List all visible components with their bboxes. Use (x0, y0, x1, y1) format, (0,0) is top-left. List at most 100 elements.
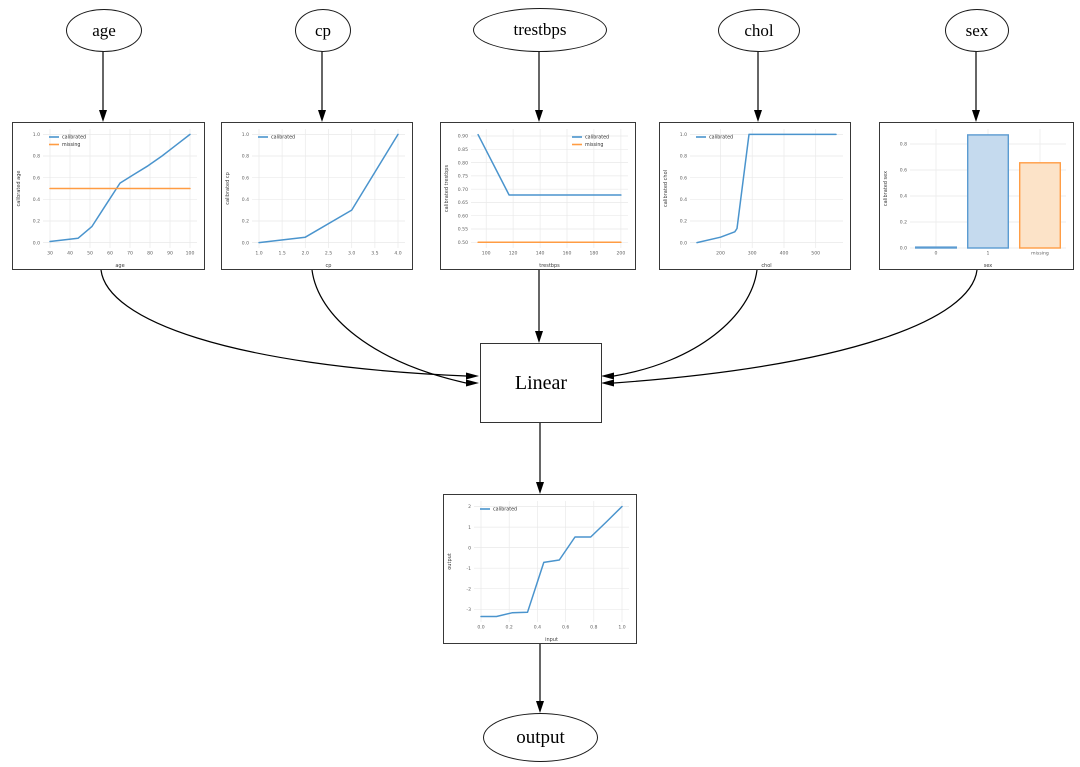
svg-text:0.0: 0.0 (242, 240, 249, 246)
svg-text:0.4: 0.4 (33, 197, 40, 203)
svg-text:0.2: 0.2 (680, 219, 687, 225)
svg-text:0.8: 0.8 (590, 625, 597, 631)
input-node-sex-label: sex (965, 20, 989, 40)
svg-text:1.0: 1.0 (255, 251, 262, 257)
svg-text:0.6: 0.6 (900, 168, 907, 174)
svg-text:0.8: 0.8 (33, 154, 40, 160)
svg-text:0.4: 0.4 (242, 197, 249, 203)
svg-text:0.65: 0.65 (458, 200, 468, 206)
svg-text:0.4: 0.4 (680, 197, 687, 203)
svg-text:180: 180 (590, 251, 599, 257)
svg-text:0.90: 0.90 (458, 134, 468, 140)
svg-text:90: 90 (167, 251, 173, 257)
svg-text:0.60: 0.60 (458, 213, 468, 219)
input-node-chol: chol (718, 9, 800, 52)
svg-text:4.0: 4.0 (394, 251, 401, 257)
svg-text:calibrated cp: calibrated cp (225, 172, 231, 205)
svg-text:40: 40 (67, 251, 73, 257)
edge-sex-node-to-chart (972, 50, 980, 122)
svg-text:0.2: 0.2 (506, 625, 513, 631)
svg-text:calibrated: calibrated (62, 135, 86, 141)
svg-text:80: 80 (147, 251, 153, 257)
svg-text:0.70: 0.70 (458, 187, 468, 193)
svg-text:calibrated: calibrated (709, 135, 733, 141)
input-node-cp-label: cp (314, 20, 332, 40)
svg-text:0.0: 0.0 (900, 246, 907, 252)
svg-text:0.0: 0.0 (680, 240, 687, 246)
input-node-trestbps: trestbps (473, 8, 607, 52)
svg-text:0.2: 0.2 (33, 219, 40, 225)
svg-text:1.0: 1.0 (618, 625, 625, 631)
svg-text:140: 140 (536, 251, 545, 257)
svg-text:200: 200 (617, 251, 626, 257)
svg-text:1.5: 1.5 (278, 251, 285, 257)
svg-text:2: 2 (468, 504, 471, 510)
svg-text:200: 200 (716, 251, 725, 257)
svg-text:missing: missing (62, 142, 80, 148)
svg-text:0.80: 0.80 (458, 160, 468, 166)
svg-text:500: 500 (811, 251, 820, 257)
svg-text:50: 50 (87, 251, 93, 257)
svg-text:calibrated: calibrated (493, 507, 517, 513)
edge-cp-chart-to-linear (311, 269, 479, 387)
svg-text:input: input (545, 637, 558, 643)
svg-text:calibrated chol: calibrated chol (663, 170, 669, 207)
svg-text:0.2: 0.2 (242, 219, 249, 225)
svg-text:0.2: 0.2 (900, 220, 907, 226)
svg-text:-1: -1 (466, 566, 471, 572)
svg-text:0.0: 0.0 (477, 625, 484, 631)
svg-text:-3: -3 (466, 607, 471, 613)
svg-text:0.6: 0.6 (562, 625, 569, 631)
svg-text:calibrated: calibrated (271, 135, 295, 141)
input-node-sex: sex (945, 9, 1009, 52)
input-node-trestbps-label: trestbps (513, 20, 567, 39)
svg-text:calibrated: calibrated (585, 135, 609, 141)
svg-text:0.75: 0.75 (458, 174, 468, 180)
svg-text:3.5: 3.5 (371, 251, 378, 257)
svg-text:calibrated age: calibrated age (16, 171, 22, 207)
svg-text:calibrated trestbps: calibrated trestbps (444, 165, 450, 213)
edge-trestbps-node-to-chart (535, 50, 543, 122)
svg-text:calibrated sex: calibrated sex (883, 171, 889, 206)
svg-text:100: 100 (482, 251, 491, 257)
input-node-age: age (66, 9, 142, 52)
input-node-age-label: age (92, 20, 116, 40)
svg-text:sex: sex (984, 263, 993, 269)
svg-text:0.6: 0.6 (242, 175, 249, 181)
svg-text:3.0: 3.0 (348, 251, 355, 257)
svg-text:output: output (447, 553, 453, 570)
edge-chol-node-to-chart (754, 50, 762, 122)
svg-text:1: 1 (468, 525, 471, 531)
linear-node-label: Linear (514, 371, 568, 394)
svg-text:160: 160 (563, 251, 572, 257)
svg-text:missing: missing (585, 142, 603, 148)
svg-text:30: 30 (47, 251, 53, 257)
svg-text:age: age (115, 263, 124, 269)
edge-sex-chart-to-linear (601, 269, 978, 387)
svg-text:chol: chol (761, 263, 771, 269)
svg-text:0.4: 0.4 (900, 194, 907, 200)
edge-output-chart-to-output-node (536, 644, 544, 713)
svg-text:0.55: 0.55 (458, 227, 468, 233)
svg-text:trestbps: trestbps (539, 263, 560, 269)
edge-trestbps-chart-to-linear (535, 270, 543, 343)
edge-linear-to-output-chart (536, 421, 544, 494)
svg-text:0.85: 0.85 (458, 147, 468, 153)
edge-age-node-to-chart (99, 50, 107, 122)
svg-text:0.50: 0.50 (458, 240, 468, 246)
svg-text:400: 400 (780, 251, 789, 257)
linear-node: Linear (480, 343, 602, 423)
svg-text:0.0: 0.0 (33, 240, 40, 246)
svg-text:100: 100 (186, 251, 195, 257)
svg-text:cp: cp (326, 263, 332, 269)
svg-text:0.6: 0.6 (33, 175, 40, 181)
input-node-chol-label: chol (744, 20, 774, 40)
svg-text:1.0: 1.0 (680, 132, 687, 138)
